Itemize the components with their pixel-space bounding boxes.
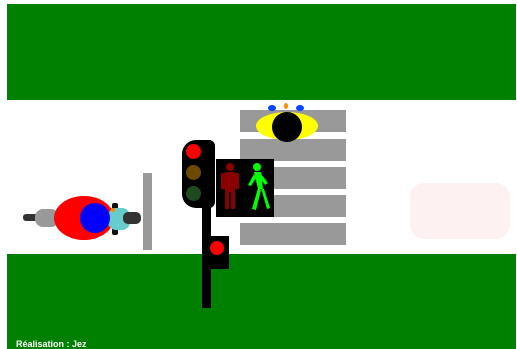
green-light (186, 186, 201, 201)
grass-verge-bottom (7, 254, 516, 349)
stop-line (143, 173, 152, 250)
faded-vehicle (410, 183, 510, 239)
traffic-light-icon (182, 140, 215, 208)
walk-figure-icon (248, 163, 270, 210)
stop-figure-icon (221, 163, 239, 209)
amber-light (186, 165, 201, 180)
pedestrian-call-box (205, 236, 229, 269)
crossing-stripe (240, 223, 346, 245)
pedestrian-walk-signal-icon (216, 159, 274, 217)
call-box-red-light (210, 241, 224, 255)
red-light (186, 144, 201, 159)
pedestrian-top-view-icon (256, 103, 318, 142)
crossing-stripe (240, 139, 346, 161)
traffic-light-pole (202, 140, 211, 308)
motorcycle-top-view-icon (23, 196, 141, 240)
credit-text: Réalisation : Jez (16, 339, 87, 349)
grass-verge-top (7, 4, 516, 100)
